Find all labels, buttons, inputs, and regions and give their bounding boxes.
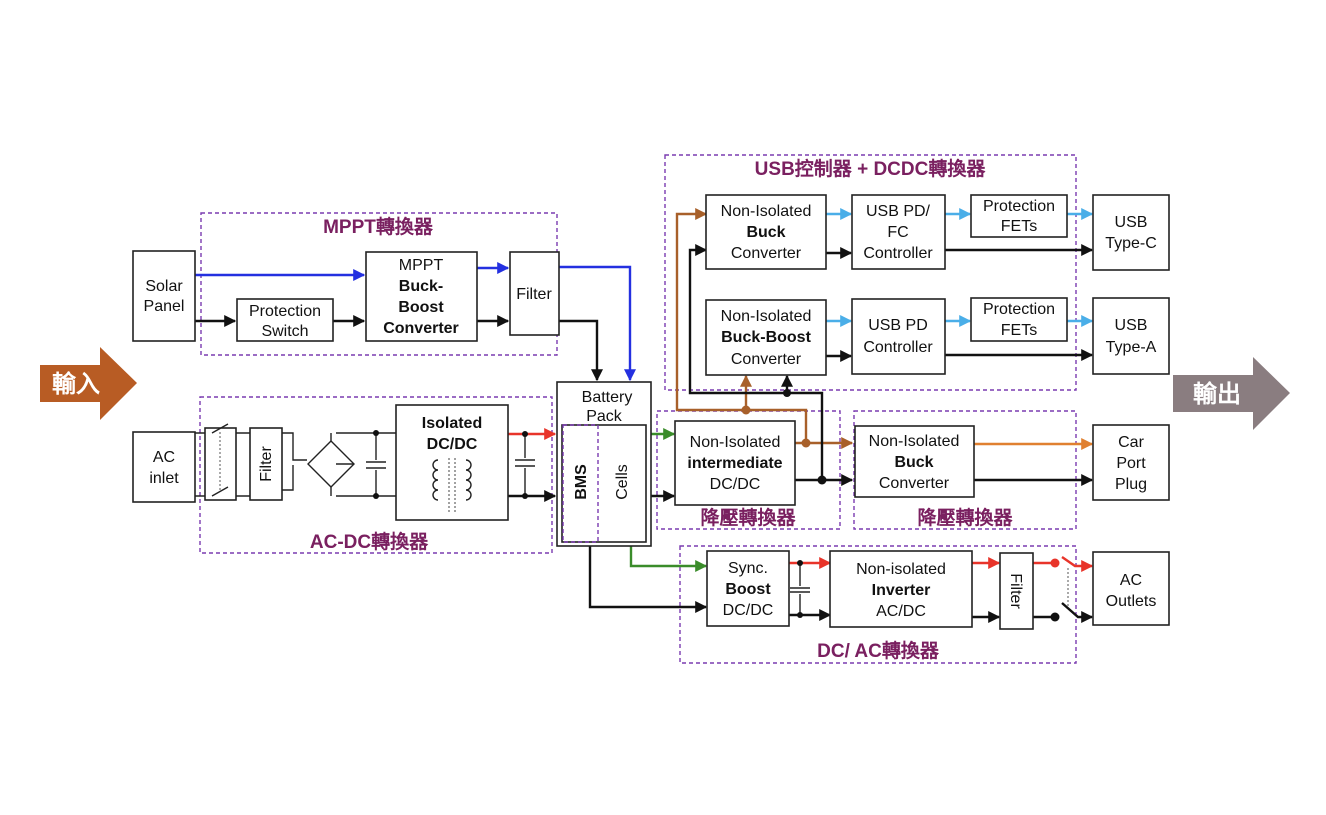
- ac-switch-symbol: [204, 423, 237, 501]
- block-bms: BMS: [562, 424, 599, 543]
- svg-text:Type-C: Type-C: [1105, 235, 1157, 252]
- svg-text:Filter: Filter: [516, 286, 552, 303]
- svg-text:Battery: Battery: [582, 389, 633, 406]
- group-title-acdc: AC-DC轉換器: [310, 530, 429, 553]
- svg-text:USB PD: USB PD: [868, 317, 928, 334]
- group-stepdown-2: 降壓轉換器: [853, 410, 1077, 530]
- svg-text:Boost: Boost: [725, 581, 771, 598]
- group-title-stepdown-1: 降壓轉換器: [700, 506, 796, 529]
- group-usb: USB控制器 + DCDC轉換器: [664, 154, 1077, 391]
- block-usb-type-a: USB Type-A: [1092, 297, 1170, 375]
- block-inverter: Non-isolated Inverter AC/DC: [829, 550, 973, 628]
- svg-text:Plug: Plug: [1115, 476, 1147, 493]
- block-ac-filter: Filter: [249, 427, 283, 501]
- svg-text:USB: USB: [1115, 214, 1148, 231]
- block-protection-fets-1: Protection FETs: [970, 194, 1068, 238]
- svg-text:Boost: Boost: [398, 299, 444, 316]
- group-title-mppt: MPPT轉換器: [323, 215, 434, 238]
- group-title-dcac: DC/ AC轉換器: [817, 639, 940, 662]
- block-usb-buck: Non-Isolated Buck Converter: [705, 194, 827, 270]
- output-arrow: 輸出: [1173, 357, 1290, 430]
- svg-text:FC: FC: [887, 224, 908, 241]
- block-ac-inlet: AC inlet: [132, 431, 196, 503]
- svg-text:Non-Isolated: Non-Isolated: [869, 433, 960, 450]
- svg-text:FETs: FETs: [1001, 218, 1037, 235]
- input-label: 輸入: [52, 370, 100, 398]
- svg-text:Converter: Converter: [879, 475, 950, 492]
- svg-text:AC/DC: AC/DC: [876, 603, 926, 620]
- svg-text:USB: USB: [1115, 317, 1148, 334]
- svg-text:Converter: Converter: [731, 245, 802, 262]
- svg-text:Filter: Filter: [258, 446, 275, 482]
- group-acdc: AC-DC轉換器: [199, 396, 553, 554]
- svg-text:Isolated: Isolated: [422, 415, 482, 432]
- svg-text:Pack: Pack: [586, 408, 623, 425]
- svg-text:Buck: Buck: [746, 224, 785, 241]
- block-car-port: Car Port Plug: [1092, 424, 1170, 501]
- svg-text:Buck-: Buck-: [399, 278, 443, 295]
- block-intermediate-dcdc: Non-Isolated intermediate DC/DC: [674, 420, 796, 506]
- svg-text:inlet: inlet: [149, 470, 179, 487]
- block-battery-pack: Battery Pack BMS Cells: [556, 381, 652, 547]
- svg-text:Inverter: Inverter: [872, 582, 931, 599]
- svg-text:Non-Isolated: Non-Isolated: [721, 308, 812, 325]
- svg-text:BMS: BMS: [573, 464, 590, 500]
- svg-text:DC/DC: DC/DC: [710, 476, 761, 493]
- svg-text:Car: Car: [1118, 434, 1144, 451]
- group-title-stepdown-2: 降壓轉換器: [917, 506, 1013, 529]
- block-usb-pd-fc: USB PD/ FC Controller: [851, 194, 946, 270]
- group-dcac: DC/ AC轉換器: [679, 545, 1077, 664]
- svg-text:Converter: Converter: [383, 320, 459, 337]
- bridge-rectifier-icon: [307, 433, 355, 496]
- svg-text:Filter: Filter: [1007, 573, 1024, 609]
- input-arrow: 輸入: [40, 347, 137, 420]
- block-usb-type-c: USB Type-C: [1092, 194, 1170, 271]
- svg-text:Non-Isolated: Non-Isolated: [721, 203, 812, 220]
- block-cells: Cells: [614, 464, 631, 500]
- svg-text:USB PD/: USB PD/: [866, 203, 931, 220]
- block-car-buck: Non-Isolated Buck Converter: [854, 425, 975, 498]
- svg-text:Port: Port: [1116, 455, 1146, 472]
- svg-text:Protection: Protection: [983, 198, 1055, 215]
- svg-text:Protection: Protection: [983, 301, 1055, 318]
- svg-text:Buck-Boost: Buck-Boost: [721, 329, 811, 346]
- block-usb-buck-boost: Non-Isolated Buck-Boost Converter: [705, 299, 827, 376]
- svg-text:Protection: Protection: [249, 303, 321, 320]
- svg-text:Panel: Panel: [144, 298, 185, 315]
- svg-text:AC: AC: [153, 449, 175, 466]
- block-solar-panel: Solar Panel: [132, 250, 196, 342]
- svg-text:Controller: Controller: [863, 339, 933, 356]
- block-protection-fets-2: Protection FETs: [970, 297, 1068, 342]
- svg-text:DC/DC: DC/DC: [427, 436, 478, 453]
- group-title-usb: USB控制器 + DCDC轉換器: [755, 157, 987, 180]
- svg-text:AC: AC: [1120, 572, 1142, 589]
- svg-text:Non-Isolated: Non-Isolated: [690, 434, 781, 451]
- block-isolated-dcdc: Isolated DC/DC: [395, 404, 509, 521]
- wires: [195, 208, 1094, 623]
- output-label: 輸出: [1193, 380, 1241, 408]
- svg-text:Solar: Solar: [145, 278, 183, 295]
- svg-text:Switch: Switch: [261, 323, 308, 340]
- svg-text:Controller: Controller: [863, 245, 933, 262]
- block-protection-switch: Protection Switch: [236, 298, 334, 342]
- block-usb-pd: USB PD Controller: [851, 298, 946, 375]
- svg-text:MPPT: MPPT: [399, 257, 444, 274]
- svg-text:Sync.: Sync.: [728, 560, 768, 577]
- svg-text:intermediate: intermediate: [687, 455, 782, 472]
- block-sync-boost: Sync. Boost DC/DC: [706, 550, 790, 627]
- svg-text:FETs: FETs: [1001, 322, 1037, 339]
- svg-text:Outlets: Outlets: [1106, 593, 1157, 610]
- svg-text:Converter: Converter: [731, 351, 802, 368]
- svg-text:Buck: Buck: [894, 454, 933, 471]
- block-ac-outlets: AC Outlets: [1092, 551, 1170, 626]
- block-mppt-converter: MPPT Buck- Boost Converter: [365, 251, 478, 342]
- block-ac-out-filter: Filter: [999, 552, 1034, 630]
- svg-text:Type-A: Type-A: [1106, 339, 1157, 356]
- svg-text:DC/DC: DC/DC: [723, 602, 774, 619]
- svg-text:Non-isolated: Non-isolated: [856, 561, 946, 578]
- transformer-icon: [432, 458, 472, 512]
- block-mppt-filter: Filter: [509, 251, 560, 336]
